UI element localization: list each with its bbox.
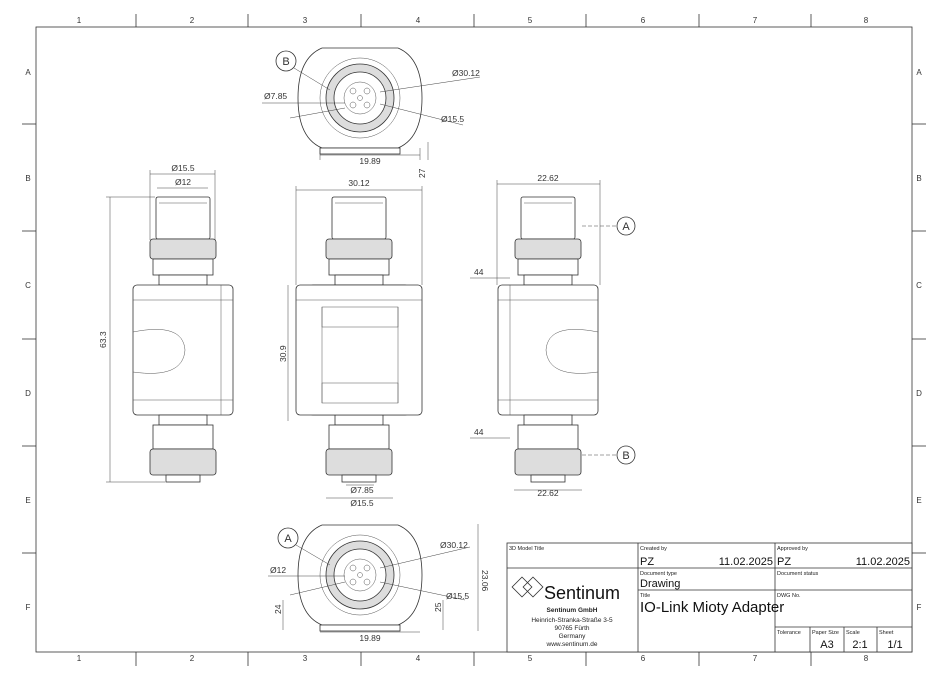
zone-row-a: A — [916, 68, 922, 77]
zone-col-1: 1 — [77, 16, 82, 25]
dim-width-top: 22.62 — [537, 173, 559, 183]
doc-status-label: Document status — [777, 571, 819, 577]
doc-type-label: Document type — [640, 571, 677, 577]
model-title-label: 3D Model Title — [509, 546, 544, 552]
drawing-frame — [22, 14, 926, 666]
zone-row-f: F — [917, 603, 922, 612]
dim-width: 19.89 — [359, 633, 381, 643]
title-block: 3D Model Title Created by PZ 11.02.2025 … — [506, 542, 913, 653]
callout-circle — [616, 216, 636, 236]
dim-width: 19.89 — [359, 156, 381, 166]
zone-row-b: B — [916, 174, 921, 183]
zone-col-7: 7 — [753, 16, 758, 25]
title-label: Title — [640, 593, 650, 599]
callout-a: A — [622, 221, 630, 233]
doc-type: Drawing — [640, 578, 680, 590]
address-city: 90765 Fürth — [554, 625, 589, 632]
address-country: Germany — [559, 633, 586, 640]
company-name: Sentinum GmbH — [547, 607, 598, 614]
row-labels-left: A B C D E F — [25, 68, 31, 612]
zone-col-3: 3 — [303, 654, 308, 663]
callout-a: A — [284, 533, 292, 545]
scale: 2:1 — [852, 639, 867, 651]
created-by: PZ — [640, 556, 654, 568]
dim-d-outer: Ø30.12 — [440, 540, 468, 550]
dim-d-pin: Ø7.85 — [350, 485, 373, 495]
approved-by: PZ — [777, 556, 791, 568]
paper-size: A3 — [820, 639, 833, 651]
zone-row-e: E — [916, 496, 921, 505]
sentinum-logo-icon: Sentinum — [511, 576, 620, 603]
dim-d-mid: Ø15.5 — [441, 114, 464, 124]
zone-col-7: 7 — [753, 654, 758, 663]
top-view: B Ø30.12 Ø7.85 Ø15.5 19.89 27 — [262, 47, 480, 178]
zone-col-4: 4 — [416, 16, 421, 25]
callout-b: B — [622, 450, 629, 462]
dim-d-mid: Ø15.5 — [350, 498, 373, 508]
tolerance-label: Tolerance — [777, 630, 801, 636]
zone-row-d: D — [916, 389, 922, 398]
callout-b: B — [282, 56, 289, 68]
zone-col-2: 2 — [190, 654, 195, 663]
dim-offset-top: 44 — [474, 267, 484, 277]
dim-offset-bottom: 44 — [474, 427, 484, 437]
drawing-title: IO-Link Mioty Adapter — [640, 599, 784, 616]
zone-row-c: C — [25, 281, 31, 290]
bottom-view: A Ø30.12 Ø12 Ø15.5 23.06 24 25 19.89 — [268, 524, 490, 643]
address-street: Heinrich-Stranka-Straße 3-5 — [531, 617, 613, 624]
front-view: 30.12 30.9 Ø7.85 Ø15.5 — [278, 178, 423, 508]
zone-col-3: 3 — [303, 16, 308, 25]
zone-col-6: 6 — [641, 654, 646, 663]
left-view: Ø15.5 Ø12 63.3 — [98, 163, 234, 483]
dwg-no-label: DWG No. — [777, 593, 801, 599]
created-by-label: Created by — [640, 546, 667, 552]
sheet-label: Sheet — [879, 630, 894, 636]
zone-row-b: B — [25, 174, 30, 183]
zone-row-c: C — [916, 281, 922, 290]
callout-circle — [275, 50, 297, 72]
zone-col-6: 6 — [641, 16, 646, 25]
zone-col-2: 2 — [190, 16, 195, 25]
dim-d-inner: Ø12 — [270, 565, 286, 575]
sheet: 1/1 — [887, 639, 902, 651]
zone-col-5: 5 — [528, 16, 533, 25]
dim-width-bottom: 22.62 — [537, 488, 559, 498]
zone-row-f: F — [26, 603, 31, 612]
dim-left: 24 — [273, 604, 283, 614]
scale-label: Scale — [846, 630, 860, 636]
approved-by-label: Approved by — [777, 546, 808, 552]
zone-col-8: 8 — [864, 654, 869, 663]
column-labels-top: 1 2 3 4 5 6 7 8 — [77, 16, 869, 25]
dim-d-mid: Ø15.5 — [446, 591, 469, 601]
zone-row-e: E — [25, 496, 30, 505]
paper-size-label: Paper Size — [812, 630, 839, 636]
dim-d-inner: Ø12 — [175, 177, 191, 187]
zone-row-a: A — [25, 68, 31, 77]
created-date: 11.02.2025 — [719, 556, 773, 568]
approved-date: 11.02.2025 — [856, 556, 910, 568]
right-view: 22.62 44 44 22.62 A B — [470, 173, 636, 498]
zone-col-5: 5 — [528, 654, 533, 663]
dim-height: 63.3 — [98, 331, 108, 348]
dim-height: 30.9 — [278, 345, 288, 362]
zone-col-1: 1 — [77, 654, 82, 663]
zone-col-8: 8 — [864, 16, 869, 25]
website-link[interactable]: www.sentinum.de — [546, 641, 598, 648]
company-logo-text: Sentinum — [544, 583, 620, 603]
row-labels-right: A B C D E F — [916, 68, 922, 612]
dim-height: 23.06 — [480, 570, 490, 592]
zone-row-d: D — [25, 389, 31, 398]
dim-d-outer: Ø30.12 — [452, 68, 480, 78]
zone-col-4: 4 — [416, 654, 421, 663]
callout-circle — [616, 445, 636, 465]
column-labels-bottom: 1 2 3 4 5 6 7 8 — [77, 654, 869, 663]
dim-offset: 27 — [417, 168, 427, 178]
dim-d-pin: Ø7.85 — [264, 91, 287, 101]
callout-circle — [277, 527, 299, 549]
dim-width: 30.12 — [348, 178, 370, 188]
dim-d-outer: Ø15.5 — [171, 163, 194, 173]
dim-right: 25 — [433, 602, 443, 612]
